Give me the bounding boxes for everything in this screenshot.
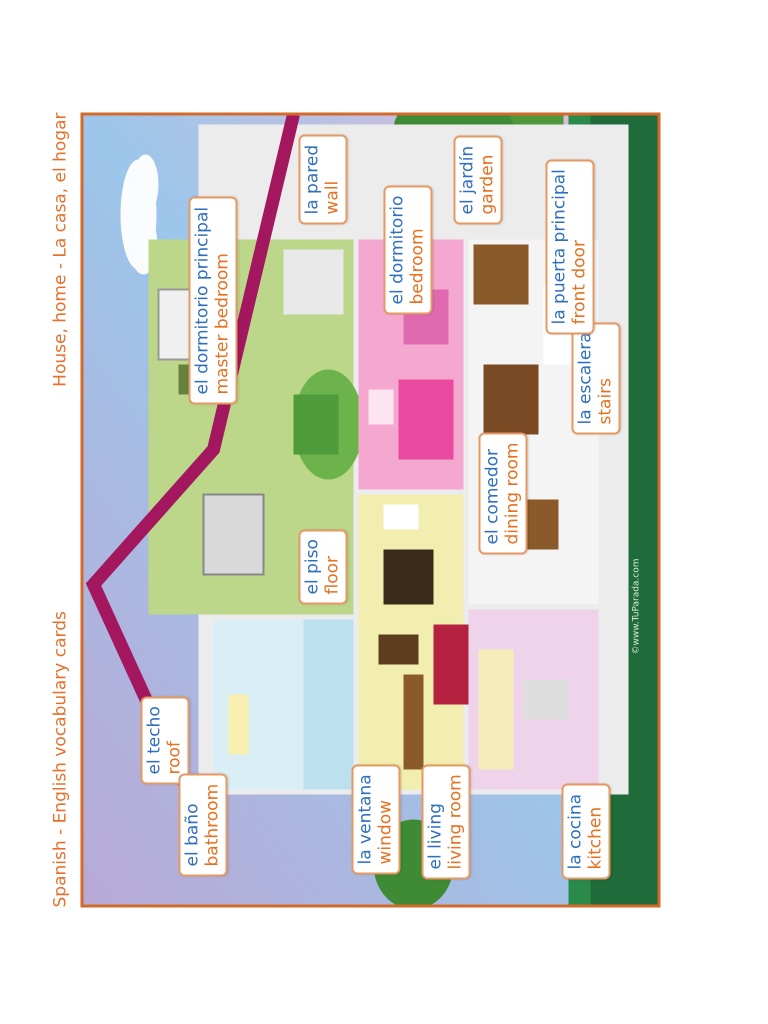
illustration-frame: el techo roof el baño bathroom el dormit… <box>80 112 660 907</box>
header-right-title: House, home - La casa, el hogar <box>50 112 70 387</box>
label-roof: el techo roof <box>140 695 190 784</box>
label-bedroom: el dormitorio bedroom <box>383 185 433 314</box>
vocabulary-card: Spanish - English vocabulary cards House… <box>50 112 660 907</box>
label-living-room: el living living room <box>421 763 471 879</box>
label-english: bedroom <box>406 227 427 304</box>
label-english: front door <box>568 239 589 324</box>
label-english: floor <box>321 555 342 595</box>
label-spanish: el living <box>425 802 445 869</box>
label-spanish: el baño <box>182 803 202 866</box>
label-english: garden <box>476 154 497 214</box>
cloud-icon <box>120 154 158 274</box>
label-english: roof <box>163 740 184 774</box>
label-spanish: el comedor <box>482 448 502 544</box>
label-spanish: el jardín <box>457 145 477 214</box>
label-spanish: el dormitorio principal <box>192 206 212 394</box>
label-english: wall <box>321 180 342 214</box>
label-front-door: la puerta principal front door <box>545 158 595 334</box>
label-window: la ventana window <box>351 763 401 874</box>
label-spanish: la cocina <box>565 793 585 869</box>
copyright-text: ©www.TuParada.com <box>631 557 641 654</box>
label-english: stairs <box>594 377 615 424</box>
label-spanish: la ventana <box>355 773 375 864</box>
label-spanish: la puerta principal <box>549 168 569 324</box>
label-english: master bedroom <box>211 252 232 394</box>
label-floor: el piso floor <box>298 528 348 604</box>
label-garden: el jardín garden <box>453 135 503 224</box>
card-wrapper: Spanish - English vocabulary cards House… <box>50 112 660 907</box>
label-spanish: la pared <box>302 144 322 214</box>
label-stairs: la escalera stairs <box>571 321 621 434</box>
house-illustration <box>83 112 660 904</box>
label-dining-room: el comedor dining room <box>478 432 528 554</box>
label-kitchen: la cocina kitchen <box>561 783 611 879</box>
label-spanish: el techo <box>144 705 164 774</box>
label-spanish: el dormitorio <box>387 195 407 304</box>
label-english: living room <box>444 773 465 869</box>
label-bathroom: el baño bathroom <box>178 773 228 876</box>
header-left-title: Spanish - English vocabulary cards <box>50 610 70 907</box>
label-english: bathroom <box>201 783 222 866</box>
label-spanish: el piso <box>302 538 322 594</box>
label-spanish: la escalera <box>575 331 595 424</box>
label-english: dining room <box>501 442 522 544</box>
label-english: window <box>374 799 395 865</box>
label-wall: la pared wall <box>298 134 348 224</box>
label-english: kitchen <box>584 806 605 869</box>
label-master-bedroom: el dormitorio principal master bedroom <box>188 196 238 404</box>
